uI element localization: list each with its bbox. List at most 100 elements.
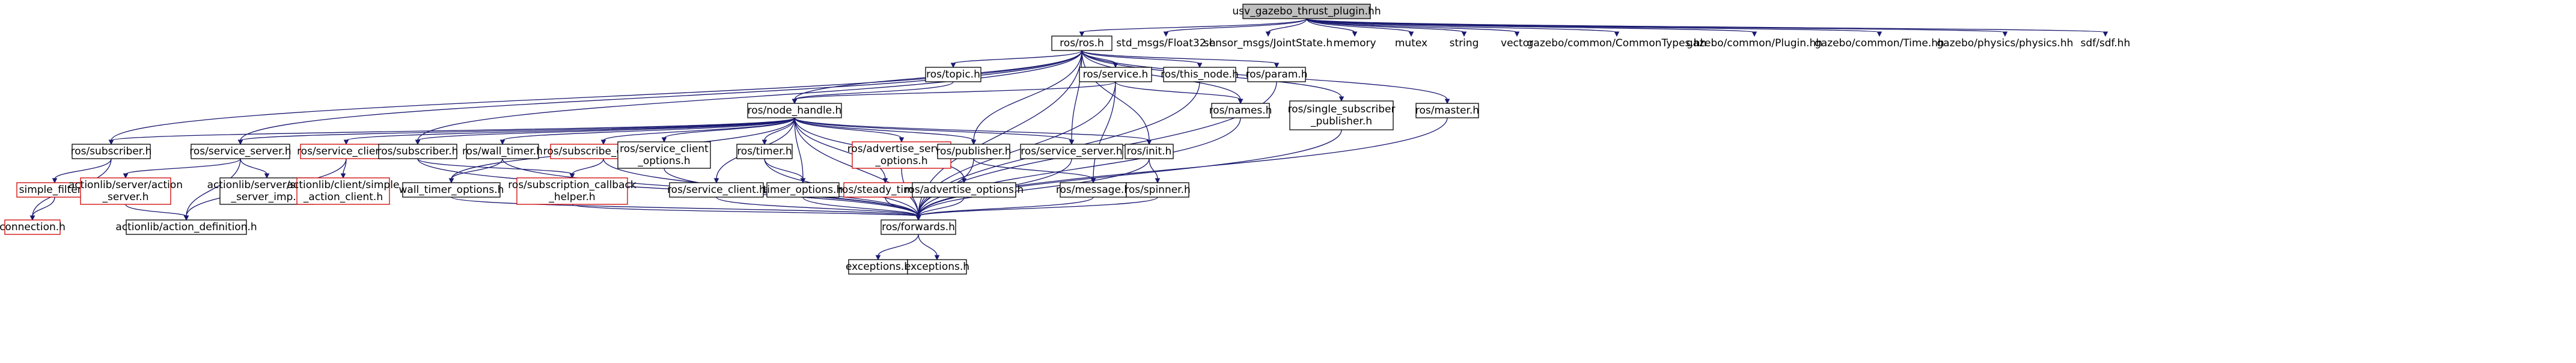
node-subscriber1[interactable]: ros/subscriber.h xyxy=(71,144,152,159)
node-label: ros/advertise_options.h xyxy=(905,184,1024,196)
node-names[interactable]: ros/names.h xyxy=(1209,103,1272,118)
edge-service-to-nodehandle xyxy=(794,81,1116,100)
arrowhead-walltimer-to-walltimeropts xyxy=(448,178,454,184)
arrowhead-ros-to-topic xyxy=(950,63,956,69)
node-label: _helper.h xyxy=(548,191,595,203)
node-thisnode[interactable]: ros/this_node.h xyxy=(1161,67,1239,82)
node-simpleclient[interactable]: actionlib/client/simple_action_client.h xyxy=(287,177,400,205)
node-publisher[interactable]: ros/publisher.h xyxy=(936,144,1012,159)
node-message[interactable]: ros/message.h xyxy=(1056,182,1131,198)
node-subscriber2[interactable]: ros/subscriber.h xyxy=(377,144,459,159)
node-label: _publisher.h xyxy=(1310,115,1372,127)
node-actserver[interactable]: actionlib/server/action_server.h xyxy=(69,177,183,205)
node-box xyxy=(848,259,908,275)
node-srvclient1[interactable]: ros/service_client.h xyxy=(297,144,395,159)
node-box xyxy=(80,177,171,205)
node-topic[interactable]: ros/topic.h xyxy=(925,67,981,82)
node-box xyxy=(1051,35,1113,51)
node-advsrvopts[interactable]: ros/advertise_service_options.h xyxy=(847,141,956,169)
node-spinner[interactable]: ros/spinner.h xyxy=(1125,182,1191,198)
node-label: ros/service_client.h xyxy=(667,184,766,196)
node-sdf: sdf/sdf.hh xyxy=(2081,37,2131,49)
arrowhead-root-to-sdf xyxy=(2102,31,2108,37)
node-param[interactable]: ros/param.h xyxy=(1246,67,1308,82)
node-srvserver1[interactable]: ros/service_server.h xyxy=(189,144,291,159)
edge-root-to-memory xyxy=(1306,18,1355,33)
node-singlesub[interactable]: ros/single_subscriber_publisher.h xyxy=(1287,100,1396,130)
node-walltimer[interactable]: ros/wall_timer.h xyxy=(462,144,543,159)
edge-subopts-to-subcallback xyxy=(572,158,604,175)
node-simplefilter[interactable]: simple_filter.h xyxy=(16,182,93,198)
arrowhead-spinner-to-forwards xyxy=(915,215,921,221)
node-label: _server.h xyxy=(102,191,149,203)
node-label: exceptions.h xyxy=(905,261,969,273)
node-label: ros/single_subscriber xyxy=(1287,103,1395,115)
node-forwards[interactable]: ros/forwards.h xyxy=(881,219,956,235)
node-box xyxy=(1415,103,1479,118)
node-master[interactable]: ros/master.h xyxy=(1415,103,1479,118)
edge-message-to-forwards xyxy=(918,197,1094,217)
node-label: gazebo/common/Plugin.hh xyxy=(1686,37,1822,49)
arrowhead-ros-to-param xyxy=(1274,63,1280,69)
node-box xyxy=(852,141,951,169)
node-exceptions2[interactable]: exceptions.h xyxy=(905,259,969,275)
node-label: ros/timer.h xyxy=(737,145,792,157)
node-init[interactable]: ros/init.h xyxy=(1125,144,1174,159)
node-connection[interactable]: connection.h xyxy=(0,219,66,235)
node-timer[interactable]: ros/timer.h xyxy=(736,144,793,159)
node-nodehandle[interactable]: ros/node_handle.h xyxy=(747,103,842,118)
node-box xyxy=(766,182,840,198)
node-label: ros/service_server.h xyxy=(1021,145,1122,157)
node-walltimeropts[interactable]: wall_timer_options.h xyxy=(399,182,504,198)
node-box xyxy=(925,67,981,82)
arrowhead-init-to-spinner xyxy=(1155,178,1161,184)
node-label: ros/subscriber.h xyxy=(377,145,459,157)
arrowhead-root-to-string xyxy=(1461,31,1467,37)
edge-ros-to-param xyxy=(1081,50,1277,64)
node-ros[interactable]: ros/ros.h xyxy=(1051,35,1113,51)
node-service[interactable]: ros/service.h xyxy=(1079,67,1152,82)
node-label: ros/master.h xyxy=(1415,105,1479,117)
arrowhead-simplefilter-to-connection xyxy=(29,215,35,221)
arrowhead-nodehandle-to-walltimer xyxy=(499,139,505,145)
node-label: gazebo/common/Time.hh xyxy=(1814,37,1944,49)
node-exceptions1[interactable]: exceptions.h xyxy=(846,259,911,275)
edge-root-to-jointstate xyxy=(1268,18,1307,33)
node-srvclient2[interactable]: ros/service_client.h xyxy=(667,182,766,198)
node-label: ros/steady_timer.h xyxy=(838,184,932,196)
node-actdef[interactable]: actionlib/action_definition.h xyxy=(115,219,257,235)
edge-nodehandle-to-init xyxy=(794,117,1150,141)
edge-root-to-string xyxy=(1306,18,1465,33)
edge-names-to-forwards xyxy=(918,117,1241,217)
arrowhead-nodehandle-to-subscriber2 xyxy=(415,139,421,145)
node-srvserver2[interactable]: ros/service_server.h xyxy=(1020,144,1123,159)
edge-nodehandle-to-subscriber1 xyxy=(111,117,795,141)
edge-forwards-to-exceptions1 xyxy=(877,234,919,257)
edge-root-to-plugin xyxy=(1306,18,1755,33)
edge-timer-to-forwards xyxy=(764,158,919,217)
node-advopts[interactable]: ros/advertise_options.h xyxy=(905,182,1024,198)
node-root[interactable]: usv_gazebo_thrust_plugin.hh xyxy=(1232,4,1381,19)
node-label: gazebo/physics/physics.hh xyxy=(1937,37,2073,49)
node-label: ros/this_node.h xyxy=(1161,69,1239,81)
arrowhead-root-to-vector xyxy=(1514,31,1520,37)
node-label: vector xyxy=(1501,37,1533,49)
node-box xyxy=(747,103,842,118)
arrowhead-root-to-float32 xyxy=(1163,31,1169,37)
node-srvclientopts[interactable]: ros/service_client_options.h xyxy=(617,141,711,169)
node-timeropts[interactable]: timer_options.h xyxy=(763,182,843,198)
node-label: ros/message.h xyxy=(1056,184,1131,196)
edge-root-to-ros xyxy=(1081,18,1307,33)
dependency-edges xyxy=(29,18,2108,261)
node-box xyxy=(191,144,290,159)
edge-ros-to-publisher xyxy=(973,50,1082,141)
edge-subcallback-to-forwards xyxy=(572,204,919,217)
node-subcallback[interactable]: ros/subscription_callback_helper.h xyxy=(508,177,636,205)
edge-timer-to-timeropts xyxy=(764,158,804,180)
node-label: ros/subscription_callback xyxy=(508,179,636,191)
edge-ros-to-srvserver1 xyxy=(240,50,1082,141)
arrowhead-root-to-plugin xyxy=(1751,31,1757,37)
node-label: memory xyxy=(1333,37,1376,49)
node-box xyxy=(1126,182,1189,198)
